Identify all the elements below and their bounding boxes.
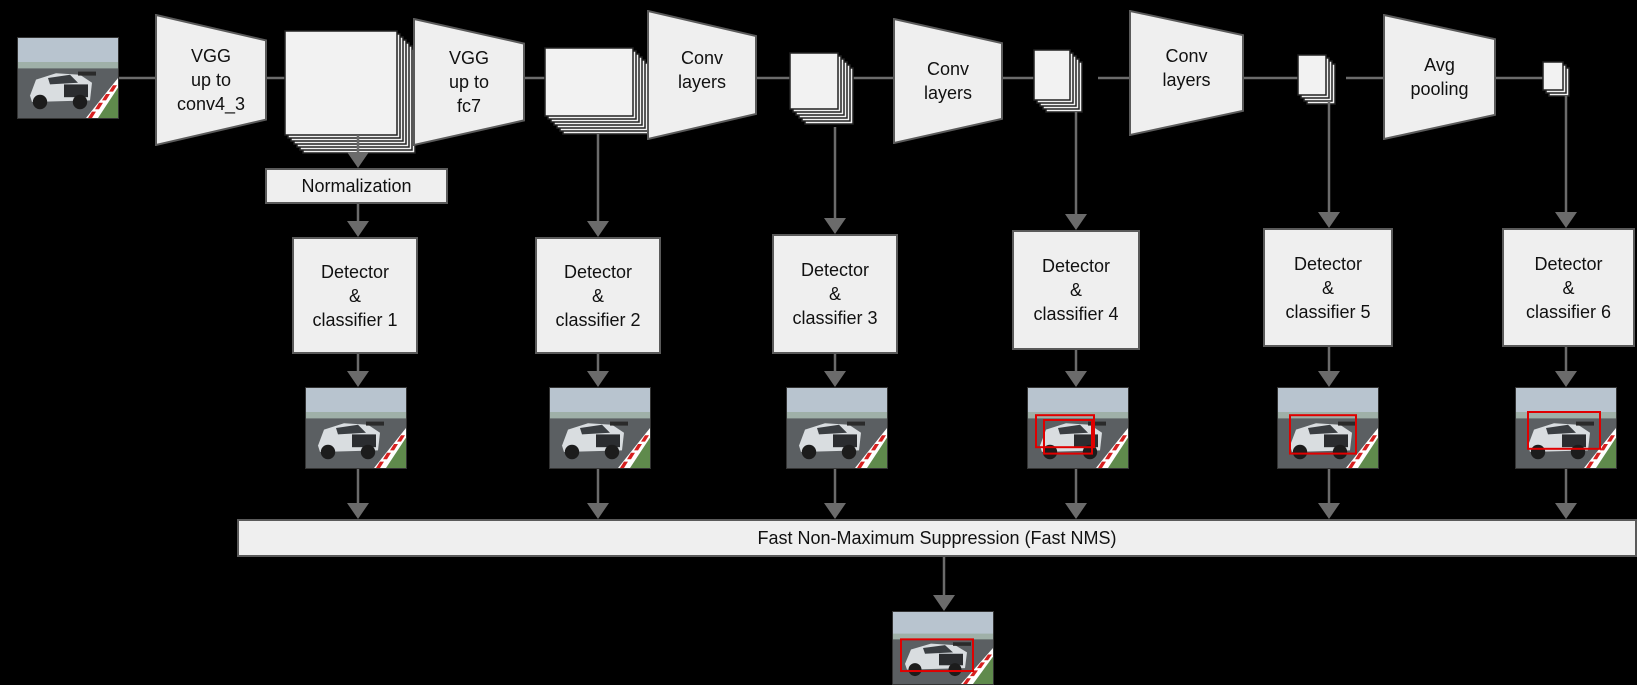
arrow-head [347,503,369,519]
arrow-head [1065,371,1087,387]
detector-label-line: classifier 3 [792,308,878,328]
car-photo [1028,388,1128,468]
detector-classifier-4: Detector & classifier 4 [1012,230,1140,350]
arrow-head [587,503,609,519]
stage-conv-layers-2: Conv layers [893,18,1003,144]
detector-label-line: classifier 4 [1033,304,1119,324]
detector-label-line: & [828,284,841,304]
detector-output-image-4 [1027,387,1129,469]
arrow-head [824,371,846,387]
arrow-head [587,221,609,237]
stage-trapezoid-shape [413,18,525,146]
car-photo [306,388,406,468]
detector-label-line: classifier 5 [1285,301,1371,322]
normalization-box: Normalization [265,168,448,204]
arrow-head [587,371,609,387]
arrow-head [824,218,846,234]
normalization-label: Normalization [301,176,412,196]
feature-map-layer [789,52,839,110]
car-photo [18,38,118,118]
arrow-head [347,221,369,237]
detector-classifier-2: Detector & classifier 2 [535,237,661,354]
stage-avg-pooling: Avg pooling [1383,14,1496,140]
stage-vgg-conv4: VGG up to conv4_3 [155,14,267,146]
car-photo [787,388,887,468]
detector-label-line: & [1069,280,1082,300]
car-photo [893,612,993,684]
input-image [17,37,119,119]
car-photo [1278,388,1378,468]
feature-map-layer [1297,54,1327,96]
car-photo [550,388,650,468]
detector-output-image-2 [549,387,651,469]
arrow-head [1065,214,1087,230]
arrow-head [1065,503,1087,519]
feature-map-layer [1033,49,1071,101]
detector-label-line: classifier 6 [1525,301,1612,322]
fast-nms-label: Fast Non-Maximum Suppression (Fast NMS) [757,528,1117,548]
detector-classifier-5: Detector & classifier 5 [1263,228,1393,347]
arrow-head [824,503,846,519]
stage-conv-layers-1: Conv layers [647,10,757,140]
detector-label-line: classifier 2 [555,309,641,330]
detector-label-line: Detector [563,261,633,282]
detector-label-line: Detector [320,261,390,282]
stage-vgg-fc7: VGG up to fc7 [413,18,525,146]
feature-map-layer [284,30,398,136]
arrow-head [933,595,955,611]
stage-conv-layers-3: Conv layers [1129,10,1244,136]
detector-label-line: Detector [800,260,870,280]
arrow-head [1555,371,1577,387]
detector-classifier-6: Detector & classifier 6 [1502,228,1635,347]
feature-map-layer [1542,61,1564,91]
arrow-head [1318,212,1340,228]
arrow-head [1555,503,1577,519]
detector-label-line: & [1321,277,1334,298]
arrow-head [347,152,369,168]
stage-trapezoid-shape [155,14,267,146]
stage-trapezoid-shape [647,10,757,140]
detector-output-image-1 [305,387,407,469]
detector-label-line: & [348,285,361,306]
detector-output-image-5 [1277,387,1379,469]
detector-classifier-1: Detector & classifier 1 [292,237,418,354]
detector-label-line: & [591,285,604,306]
detector-label-line: Detector [1041,256,1111,276]
arrow-head [1318,371,1340,387]
detector-output-image-6 [1515,387,1617,469]
fast-nms-box: Fast Non-Maximum Suppression (Fast NMS) [237,519,1637,557]
detector-label-line: & [1562,277,1575,298]
arrow-head [1555,212,1577,228]
detector-label-line: Detector [1293,253,1363,274]
feature-map-layer [544,47,634,117]
car-photo [1516,388,1616,468]
final-output-image [892,611,994,685]
stage-trapezoid-shape [1129,10,1244,136]
stage-trapezoid-shape [1383,14,1496,140]
detector-classifier-3: Detector & classifier 3 [772,234,898,354]
arrow-head [1318,503,1340,519]
detector-output-image-3 [786,387,888,469]
arrow-head [347,371,369,387]
detector-label-line: Detector [1534,253,1603,274]
detector-label-line: classifier 1 [312,309,398,330]
stage-trapezoid-shape [893,18,1003,144]
